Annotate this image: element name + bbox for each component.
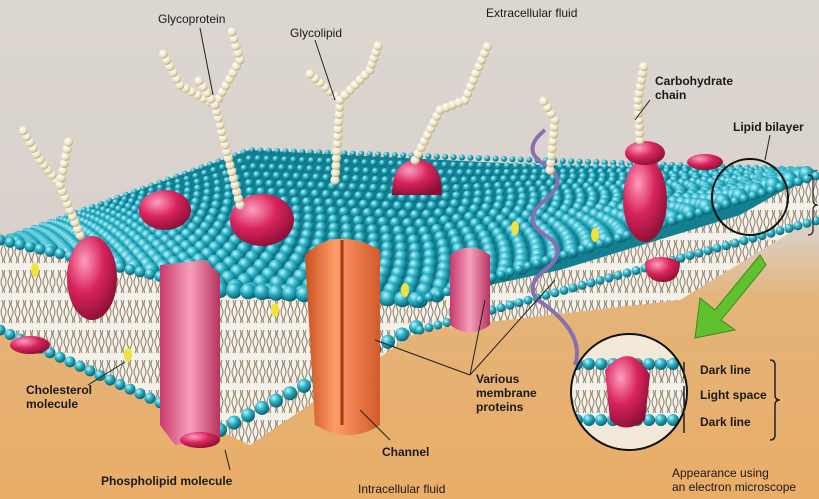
glycolipid-label: Glycolipid: [290, 26, 343, 40]
extracellular-fluid-label: Extracellular fluid: [486, 6, 578, 20]
zoom-arrow: [694, 254, 767, 339]
lipid-bilayer-label: Lipid bilayer: [733, 120, 804, 134]
integral-protein: [623, 158, 667, 242]
dark-line-top-label: Dark line: [700, 363, 751, 377]
peripheral-protein: [645, 257, 680, 282]
light-space-label: Light space: [700, 388, 767, 402]
peripheral-protein: [687, 154, 723, 170]
integral-protein: [67, 236, 117, 320]
electron-microscope-inset: [570, 333, 688, 451]
leader-lines: [87, 27, 771, 471]
integral-protein: [160, 260, 220, 445]
glycolipid-protein: [392, 160, 442, 195]
carbohydrate-chains: [18, 27, 649, 240]
phospholipid-label: Phospholipid molecule: [101, 474, 233, 488]
helix-protein: [530, 128, 579, 366]
glycoprotein-label: Glycoprotein: [158, 12, 226, 26]
dark-line-bottom-label: Dark line: [700, 415, 751, 429]
peripheral-protein: [10, 336, 50, 354]
intracellular-fluid-label: Intracellular fluid: [358, 482, 446, 496]
bilayer-zoom-circle: [711, 158, 789, 236]
peripheral-protein: [139, 190, 191, 230]
cholesterol-molecules: [31, 221, 599, 362]
channel-label: Channel: [382, 445, 430, 459]
integral-protein: [450, 247, 490, 333]
peripheral-protein: [230, 194, 294, 246]
